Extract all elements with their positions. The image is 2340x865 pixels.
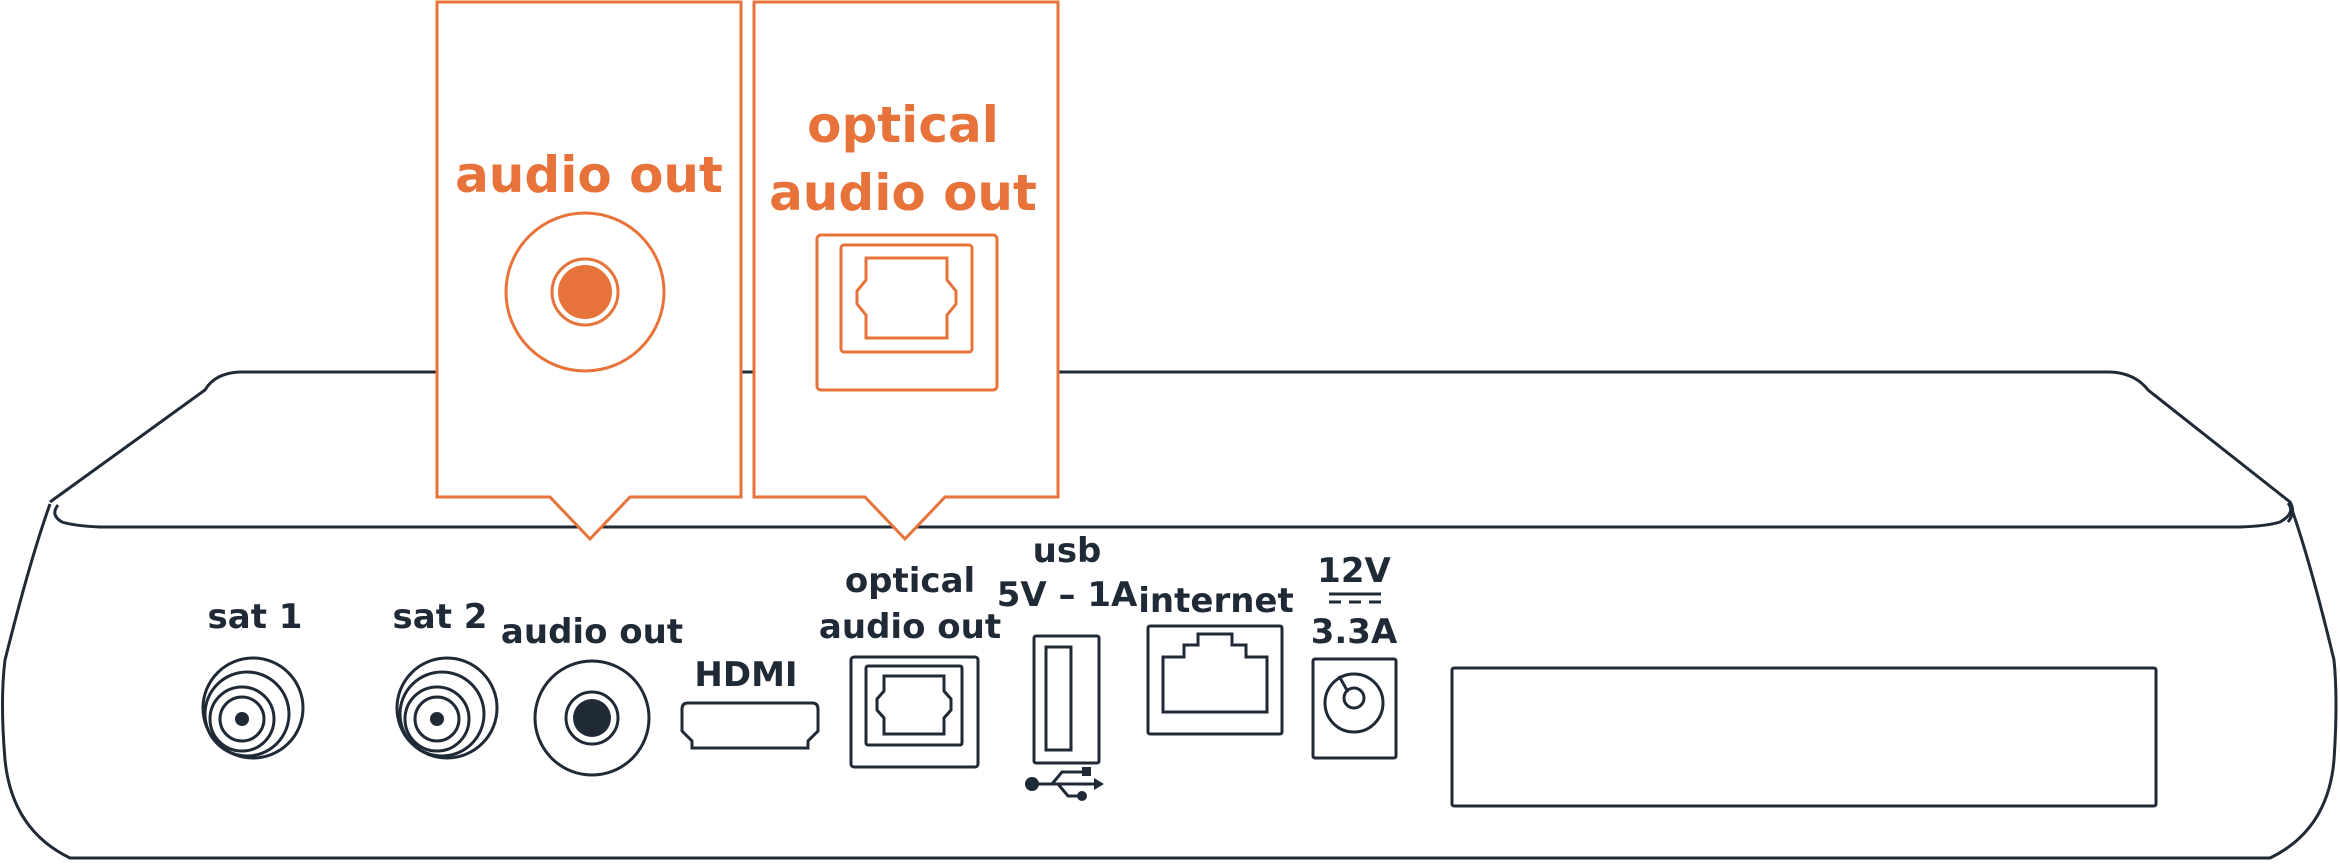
ethernet-port — [1146, 624, 1284, 736]
port-label-internet: internet — [1138, 581, 1293, 621]
sat1-port — [201, 656, 305, 760]
optical-port-icon — [815, 233, 999, 392]
rca-jack-icon — [504, 211, 666, 373]
sat2-port — [395, 656, 499, 760]
usb-port — [1025, 634, 1104, 801]
port-label-usb-line2: 5V – 1A — [997, 575, 1138, 615]
hdmi-port — [680, 701, 820, 750]
port-label-audio-out: audio out — [501, 612, 683, 652]
callout-optical-label-line2: audio out — [769, 164, 1037, 222]
usb-icon — [1025, 767, 1104, 801]
port-label-usb-line1: usb — [1033, 531, 1102, 571]
port-label-sat1: sat 1 — [208, 597, 303, 637]
port-label-optical-line2: audio out — [819, 607, 1001, 647]
callout-optical-frame — [752, 0, 1060, 542]
power-port — [1311, 592, 1398, 760]
optical-port — [849, 655, 980, 769]
audio-out-jack — [533, 659, 651, 777]
card-slot — [1450, 666, 2158, 808]
device-body — [1, 370, 2338, 860]
callout-audio-out-label: audio out — [455, 146, 723, 204]
port-label-sat2: sat 2 — [393, 597, 488, 637]
port-label-power-current: 3.3A — [1311, 612, 1398, 652]
port-label-hdmi: HDMI — [694, 655, 797, 695]
callout-optical-label-line1: optical — [807, 96, 999, 154]
callout-optical-audio-out: optical audio out — [752, 0, 1060, 542]
callout-audio-out: audio out — [435, 0, 743, 542]
port-label-optical-line1: optical — [845, 561, 975, 601]
port-label-power-voltage: 12V — [1317, 551, 1391, 591]
